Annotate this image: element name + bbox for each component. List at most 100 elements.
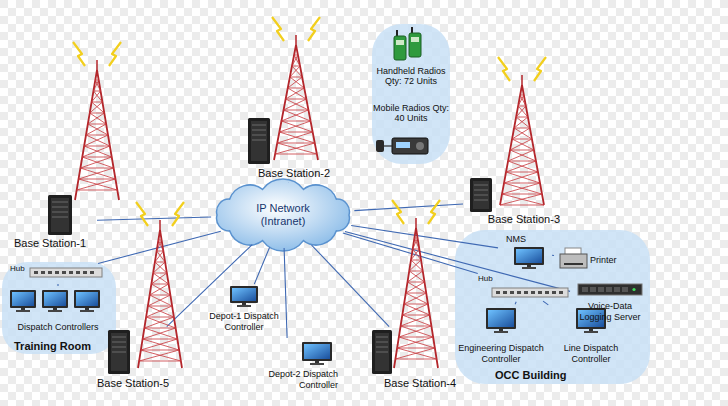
node-label: NMS [506,234,550,244]
radio-tower [73,42,121,200]
dispatch-controller: Engineering Dispatch Controller [458,306,544,364]
dispatch-controller: Depot-1 Dispatch Controller [196,286,292,332]
network-link [312,245,390,327]
drive-bay [252,125,266,126]
signal-bolt [172,202,184,226]
network-link [97,217,211,220]
mic-cord [384,145,392,146]
node-label: Base Station-4 [370,377,470,390]
signal-bolt [392,200,404,224]
logging-server: Voice-Data Logging Server [572,282,648,322]
hub-port [41,271,45,274]
radio-antenna [396,30,398,36]
hub-port [62,271,66,274]
monitor-stand [85,308,89,310]
rack-led [632,288,635,291]
monitor-base [310,363,324,365]
monitor-base [584,331,598,333]
monitor-frame [74,290,100,308]
tower-legs [500,85,544,205]
monitor-screen [76,292,98,306]
monitor-frame [302,342,332,361]
monitor-screen [488,310,514,327]
node-label: Base Station-2 [238,167,350,180]
network-link [288,181,289,182]
tower-lattice [395,238,436,359]
radio-tower [272,17,320,160]
node-label: Base Station-1 [5,237,95,250]
hub-body [30,268,102,277]
server-body [372,330,392,374]
radio-display [396,40,404,45]
monitor-stand [527,265,531,267]
printer-icon [560,248,587,268]
computer-icon [302,342,332,365]
antenna [159,220,161,230]
network-hub: Hub [8,264,108,284]
rack-bay [590,287,596,292]
rack-bay [622,287,628,292]
drive-bay [52,207,68,208]
server-icon [372,330,392,374]
hub-port [496,291,500,294]
radio-display [411,37,419,42]
tower-lattice [77,80,118,190]
hub-port [90,271,94,274]
network-link [345,231,570,291]
drive-bay [474,185,488,186]
handheld-radio [409,27,421,57]
hub-port [76,271,80,274]
drive-bay [376,352,388,353]
monitor-frame [10,290,36,308]
node-label: Hub [10,264,108,273]
node-label: OCC Building [495,369,650,382]
rack-bay [598,287,604,292]
printer: Printer [556,246,626,274]
antenna [415,218,417,228]
antenna [96,60,98,70]
base-station: Base Station-4 [370,328,470,390]
signal-bolt [498,57,510,81]
hub-port [531,291,535,294]
signal-bolt [428,200,440,224]
radio-tower [498,57,546,205]
monitor-stand [315,361,319,363]
monitor-base [237,305,251,307]
radio-tower [392,200,440,368]
connector-layer [58,182,570,338]
hub-port [517,291,521,294]
hub-port [34,271,38,274]
drive-bay [474,190,488,191]
node-label: Handheld Radios Qty: 72 Units [372,66,450,87]
monitor-screen [232,288,256,301]
node-label: Dispatch Controllers [6,322,110,332]
node-label: Base Station-5 [83,377,183,390]
tower-lattice [500,95,544,205]
node-label: Depot-1 Dispatch Controller [196,311,292,332]
printer-slot [564,263,583,265]
node-label: Mobile Radios Qty: 40 Units [372,103,450,124]
drive-bay [474,195,488,196]
hub-port [559,291,563,294]
base-station: Base Station-1 [5,193,95,250]
node-label: Training Room [14,340,116,353]
network-link [254,247,269,284]
equipment-icons [10,17,642,374]
drive-bay [474,200,488,201]
node-label: Printer [590,255,626,265]
dispatch-controller: Depot-2 Dispatch Controller [236,340,340,390]
hub-port [538,291,542,294]
room-region: Training Room HubDispatch Controllers [2,262,116,354]
drive-bay [376,342,388,343]
nms-station: NMS [500,232,550,272]
signal-bolt [136,202,148,226]
tower-lattice [275,55,317,154]
building-region: OCC Building NMS PrinterHubVoice-Data Logg… [455,230,650,384]
base-station: Base Station-3 [465,176,560,226]
server-icon [248,118,270,164]
server-body [108,330,130,374]
network-link [57,284,58,286]
node-label: Hub [478,274,570,283]
